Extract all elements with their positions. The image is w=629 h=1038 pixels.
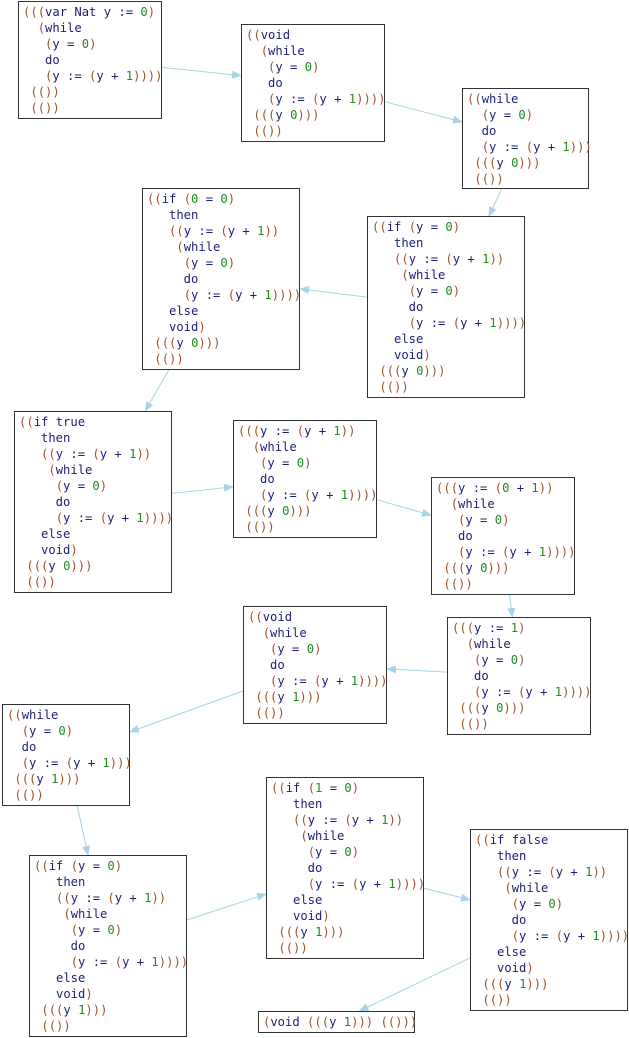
transition-arrow [386, 665, 448, 674]
term-node: (void (((y 1))) (())) [258, 1011, 417, 1033]
term-node: ((while (y = 0) do (y := (y + 1))) (((y … [2, 704, 132, 806]
term-node: ((if (1 = 0) then ((y := (y + 1)) (while… [266, 777, 425, 959]
transition-arrow [358, 957, 471, 1012]
transition-arrow [507, 594, 516, 618]
transition-arrow [129, 690, 244, 733]
term-node: ((if (0 = 0) then ((y := (y + 1)) (while… [142, 188, 301, 370]
term-node: (((var Nat y := 0) (while (y = 0) do (y … [18, 1, 162, 119]
term-node: (((y := (0 + 1)) (while (y = 0) do (y :=… [431, 477, 575, 595]
term-node: ((while (y = 0) do (y := (y + 1))) (((y … [462, 88, 592, 189]
term-node: ((if true then ((y := (y + 1)) (while (y… [14, 411, 173, 593]
transition-arrow [423, 887, 471, 902]
transition-arrow [171, 483, 234, 494]
transition-arrow [186, 893, 267, 921]
term-node: ((void (while (y = 0) do (y := (y + 1)))… [243, 606, 387, 724]
term-node: (((y := (y + 1)) (while (y = 0) do (y :=… [233, 420, 377, 538]
term-node: (((y := 1) (while (y = 0) do (y := (y + … [447, 617, 591, 735]
transition-arrow [488, 188, 503, 217]
transition-arrow [76, 805, 90, 856]
term-node: ((if (y = 0) then ((y := (y + 1)) (while… [29, 855, 188, 1037]
transition-arrow [161, 66, 242, 79]
term-node: ((if false then ((y := (y + 1)) (while (… [470, 829, 629, 1011]
transition-arrow [299, 285, 368, 298]
transition-arrow [384, 101, 463, 124]
transition-arrow [144, 369, 170, 412]
term-node: ((if (y = 0) then ((y := (y + 1)) (while… [367, 216, 526, 398]
term-node: ((void (while (y = 0) do (y := (y + 1)))… [241, 24, 385, 142]
transition-arrow [376, 499, 432, 517]
